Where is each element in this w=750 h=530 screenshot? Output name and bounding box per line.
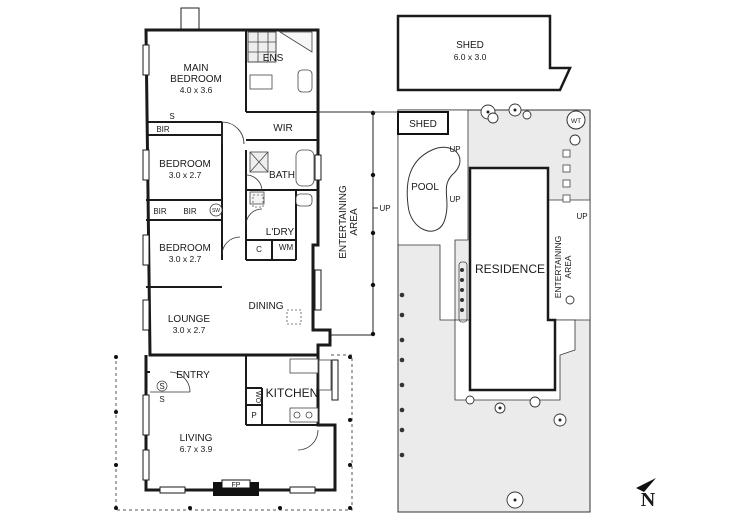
bath-fixtures	[249, 149, 315, 207]
living-label: LIVING	[180, 433, 213, 444]
pool-up-label-1: UP	[449, 145, 460, 154]
windows	[142, 44, 339, 494]
main-bedroom-label-2: BEDROOM	[170, 74, 222, 85]
kitchen-fixtures	[289, 358, 332, 423]
shed-large-dims: 6.0 x 3.0	[454, 52, 487, 62]
bath-label: BATH	[269, 170, 295, 181]
verandah-posts	[114, 355, 352, 510]
room-labels: MAIN BEDROOM 4.0 x 3.6 ENS BIR S WIR BED…	[153, 53, 390, 489]
compass-label: N	[641, 489, 656, 511]
site-entertaining-label-2: AREA	[563, 255, 573, 278]
laundry-trough	[252, 194, 264, 208]
stepping-stones	[562, 149, 571, 203]
compass-arrow-icon	[636, 478, 656, 492]
chimney	[180, 7, 200, 31]
verandah-outline	[115, 354, 353, 511]
garden-bed	[458, 261, 468, 323]
sw-symbol	[209, 203, 223, 217]
residence	[468, 166, 557, 392]
shelf-2-symbol	[156, 380, 168, 392]
main-bedroom-dims: 4.0 x 3.6	[180, 85, 213, 95]
bir-label-3: BIR	[183, 207, 197, 216]
sw-label: SW	[212, 208, 220, 214]
pantry-label: P	[251, 411, 256, 420]
site-entertaining-label-1: ENTERTAINING	[553, 236, 563, 299]
bir-label-1: BIR	[156, 125, 170, 134]
shelf-label-1: S	[169, 112, 174, 121]
pool	[406, 146, 461, 232]
shed-large	[396, 14, 572, 92]
door-swings	[150, 121, 319, 451]
water-tank	[566, 110, 586, 130]
up-label-1: UP	[379, 204, 390, 213]
shed-large-label: SHED	[456, 40, 484, 51]
shrub-centres	[486, 108, 562, 502]
dining-pendant	[286, 309, 302, 325]
house-floor-plan: MAIN BEDROOM 4.0 x 3.6 ENS BIR S WIR BED…	[114, 7, 391, 511]
wall-oven-label: WO	[254, 391, 261, 404]
lounge-label: LOUNGE	[168, 314, 211, 325]
hedge-dots	[399, 268, 464, 458]
bedroom-3-dims: 3.0 x 2.7	[169, 254, 202, 264]
fireplace-hearth	[221, 479, 251, 489]
dining-label: DINING	[249, 301, 284, 312]
lounge-dims: 3.0 x 2.7	[173, 325, 206, 335]
bir-label-2: BIR	[153, 207, 167, 216]
ensuite-label: ENS	[263, 53, 284, 64]
compass: N	[636, 478, 656, 511]
main-bedroom-label-1: MAIN	[184, 63, 209, 74]
kitchen-label: KITCHEN	[266, 386, 319, 400]
interior-walls	[146, 30, 318, 426]
water-tank-label: WT	[571, 118, 581, 125]
site-plan: SHED 6.0 x 3.0 SHED POOL UP UP RESIDENCE…	[318, 14, 591, 513]
shed-small	[397, 111, 449, 135]
bedroom-2-dims: 3.0 x 2.7	[169, 170, 202, 180]
shelf-label-3: S	[159, 395, 164, 404]
shelf-label-2: S	[159, 382, 164, 391]
entry-label: ENTRY	[176, 370, 210, 381]
pool-up-label-2: UP	[449, 195, 460, 204]
site-up-label: UP	[576, 212, 587, 221]
ensuite-fixtures	[247, 31, 313, 93]
cupboard-label: C	[256, 245, 262, 254]
wir-label: WIR	[273, 123, 292, 134]
living-dims: 6.7 x 3.9	[180, 444, 213, 454]
residence-label: RESIDENCE	[475, 262, 545, 276]
shed-small-label: SHED	[409, 119, 437, 130]
washing-machine-label: WM	[279, 243, 294, 252]
bedroom-2-label: BEDROOM	[159, 159, 211, 170]
entertaining-area-label-1: ENTERTAINING	[338, 185, 349, 259]
laundry-label: L'DRY	[266, 227, 295, 238]
entertaining-area-label-2: AREA	[349, 208, 360, 236]
lower-wall	[144, 355, 337, 492]
fireplace-label: FP	[232, 482, 241, 489]
outer-wall	[144, 28, 332, 357]
bedroom-3-label: BEDROOM	[159, 243, 211, 254]
pool-label: POOL	[411, 182, 439, 193]
